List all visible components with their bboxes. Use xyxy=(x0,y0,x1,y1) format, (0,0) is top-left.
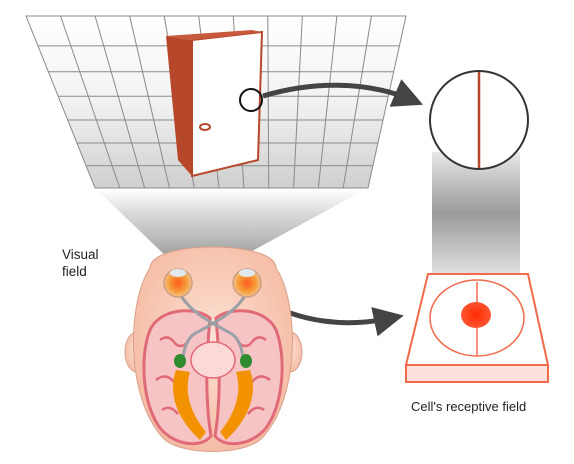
left-lgn xyxy=(174,354,186,368)
receptive-beam xyxy=(432,152,520,274)
grid-line-vertical xyxy=(293,15,303,189)
receptive-field-label: Cell's receptive field xyxy=(411,399,527,414)
door-icon xyxy=(166,30,264,178)
magnify-arrow xyxy=(262,79,424,107)
brain xyxy=(142,309,284,446)
visual-field-label: Visual field xyxy=(62,247,99,279)
grid-line-vertical xyxy=(317,15,338,189)
right-optic-radiation xyxy=(220,370,253,440)
right-eye xyxy=(232,268,262,298)
magnified-stimulus xyxy=(429,70,529,170)
receptive-field-spot xyxy=(239,88,263,112)
receptive-field-center xyxy=(461,302,491,328)
projection-cone xyxy=(95,188,368,262)
grid-line-vertical xyxy=(342,15,372,189)
grid-line-vertical xyxy=(129,15,170,189)
optic-nerves xyxy=(178,293,248,359)
left-optic-radiation xyxy=(173,370,206,440)
grid-line-vertical xyxy=(267,15,270,189)
grid-line-vertical xyxy=(60,15,121,189)
grid-line-vertical xyxy=(94,15,146,189)
left-eye xyxy=(163,268,193,298)
right-lgn xyxy=(240,354,252,368)
receptive-field-plate xyxy=(404,273,550,383)
